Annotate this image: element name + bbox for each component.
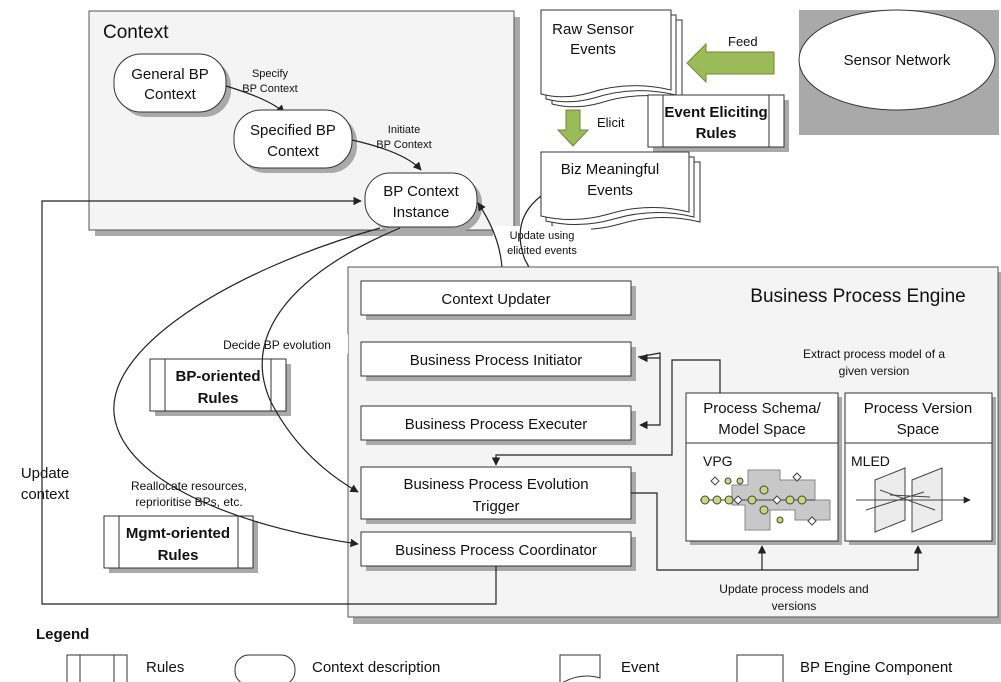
raw-sensor-events: Raw Sensor Events [540, 9, 683, 108]
legend-event-icon [559, 654, 601, 682]
update-context-label: Update [21, 465, 69, 482]
sensor-network: Sensor Network [798, 9, 999, 135]
legend-context: Context description [312, 659, 440, 676]
mled-label: MLED [851, 453, 890, 469]
svg-text:BP-oriented: BP-oriented [175, 368, 260, 385]
svg-text:Business Process Initiator: Business Process Initiator [410, 352, 583, 369]
svg-text:Business Process Evolution: Business Process Evolution [403, 476, 588, 493]
initiate-label: Initiate [388, 124, 420, 136]
legend-rules: Rules [146, 659, 184, 676]
vpg-graph-illustration [700, 469, 831, 531]
update-elicited-label-2: elicited events [507, 245, 577, 257]
bp-evolution-trigger: Business Process Evolution Trigger [360, 466, 636, 524]
bp-initiator: Business Process Initiator [360, 341, 636, 381]
svg-text:Process Version: Process Version [864, 400, 972, 417]
svg-text:Space: Space [897, 421, 940, 438]
engine-title: Business Process Engine [750, 286, 965, 307]
svg-text:Context: Context [267, 143, 320, 160]
svg-text:Biz Meaningful: Biz Meaningful [561, 161, 659, 178]
process-version-space: Process Version Space MLED [844, 392, 996, 545]
svg-text:Model Space: Model Space [718, 421, 806, 438]
extract-to-executer-arrow [639, 393, 661, 430]
process-schema-space: Process Schema/ Model Space VPG [685, 392, 842, 545]
mgmt-oriented-rules: Mgmt-oriented Rules [103, 515, 258, 573]
svg-text:Rules: Rules [198, 390, 239, 407]
svg-text:Mgmt-oriented: Mgmt-oriented [126, 525, 230, 542]
updater-to-instance-arrow [477, 202, 503, 269]
evolution-to-version-arrow [631, 492, 923, 571]
legend-title: Legend [36, 626, 89, 643]
legend-component-icon [736, 654, 784, 682]
svg-text:Raw Sensor: Raw Sensor [552, 21, 634, 38]
update-context-arrow [41, 196, 497, 605]
legend-event: Event [621, 659, 660, 676]
initiate-arrow [351, 139, 422, 171]
instance-to-evolution-arrow [261, 227, 401, 493]
extract-label: Extract process model of a [803, 347, 945, 361]
extract-to-evolution-arrow [491, 393, 673, 466]
svg-text:Rules: Rules [696, 125, 737, 142]
update-models-label-2: versions [772, 599, 817, 613]
svg-text:Events: Events [587, 182, 633, 199]
svg-text:Event Eliciting: Event Eliciting [664, 104, 767, 121]
svg-text:BP Context: BP Context [383, 183, 459, 200]
svg-text:Process Schema/: Process Schema/ [703, 400, 821, 417]
instance-to-coordinator-arrow [113, 227, 381, 548]
bp-executer: Business Process Executer [360, 405, 636, 445]
event-eliciting-rules: Event Eliciting Rules [647, 94, 789, 152]
decide-label: Decide BP evolution [223, 338, 331, 352]
elicit-label: Elicit [597, 115, 625, 130]
initiate-label-2: BP Context [376, 139, 431, 151]
svg-text:Rules: Rules [158, 547, 199, 564]
bp-oriented-rules: BP-oriented Rules [149, 358, 291, 416]
mled-planes-illustration [856, 467, 971, 533]
svg-text:Instance: Instance [393, 204, 450, 221]
svg-text:General BP: General BP [131, 66, 209, 83]
svg-text:Events: Events [570, 41, 616, 58]
reallocate-label-2: reprioritise BPs, etc. [135, 495, 242, 509]
svg-text:Context Updater: Context Updater [441, 291, 550, 308]
legend: Legend Rules Context description Event B… [36, 626, 953, 682]
reallocate-label: Reallocate resources, [131, 479, 247, 493]
vpg-label: VPG [703, 453, 733, 469]
specify-label: Specify [252, 68, 289, 80]
bp-context-instance: BP Context Instance [364, 172, 482, 232]
extract-label-2: given version [839, 364, 910, 378]
update-elicited-label: Update using [510, 230, 575, 242]
svg-text:Business Process Executer: Business Process Executer [405, 416, 588, 433]
bp-coordinator: Business Process Coordinator [360, 531, 636, 571]
legend-rules-icon [66, 654, 128, 682]
specify-label-2: BP Context [242, 83, 297, 95]
update-models-label: Update process models and [719, 582, 868, 596]
context-title: Context [103, 22, 169, 43]
legend-context-icon [234, 654, 296, 682]
feed-label: Feed [728, 34, 758, 49]
context-updater: Context Updater [360, 280, 636, 320]
context-panel: Context General BP Context Specify BP Co… [88, 10, 520, 236]
svg-text:Context: Context [144, 86, 197, 103]
svg-text:Business Process Coordinator: Business Process Coordinator [395, 542, 597, 559]
update-context-label-2: context [21, 486, 70, 503]
feed-arrow: Feed [686, 34, 775, 84]
general-bp-context: General BP Context [113, 53, 231, 117]
biz-meaningful-events: Biz Meaningful Events [540, 151, 701, 231]
svg-text:Specified BP: Specified BP [250, 122, 336, 139]
specified-bp-context: Specified BP Context [233, 109, 357, 173]
legend-component: BP Engine Component [800, 659, 953, 676]
svg-text:Sensor Network: Sensor Network [844, 52, 951, 69]
business-process-engine: Business Process Engine Context Updater … [347, 266, 1001, 624]
svg-text:Trigger: Trigger [473, 498, 520, 515]
elicit-arrow: Elicit [556, 109, 625, 147]
